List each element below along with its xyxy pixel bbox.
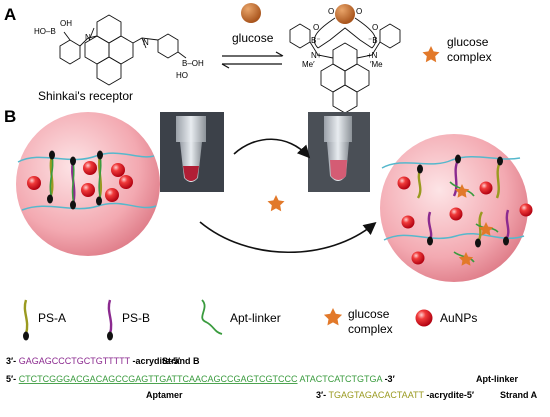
strand-a-name: Strand A bbox=[500, 390, 538, 400]
aunp-particles-initial bbox=[27, 161, 133, 202]
b-minus-left-text: B⁻ bbox=[311, 36, 321, 45]
aunp-particles-released bbox=[397, 176, 533, 265]
o1-text: O bbox=[328, 7, 334, 16]
complex-label-line2: complex bbox=[447, 50, 492, 64]
n-right-text: N bbox=[143, 38, 149, 47]
aptamer-label: Aptamer bbox=[146, 390, 183, 400]
legend-glucose-complex-line1: glucose bbox=[348, 307, 390, 321]
b-oh-right-text: B–OH bbox=[182, 59, 204, 68]
glucose-ball bbox=[241, 3, 261, 23]
glucose-trigger-star-icon bbox=[267, 195, 285, 212]
strand-b-name: Strand B bbox=[162, 356, 200, 366]
me-left-text: Me′ bbox=[302, 60, 315, 69]
b-minus-right-text: ⁻B bbox=[368, 36, 378, 45]
o2-text: O bbox=[356, 7, 362, 16]
legend-glucose-complex-star-icon bbox=[323, 308, 343, 326]
legend-ps-a-label: PS-A bbox=[38, 311, 66, 325]
transition-arrow-lower bbox=[199, 221, 377, 253]
legend-aunps-label: AuNPs bbox=[440, 311, 477, 325]
oh-left-text: OH bbox=[60, 19, 72, 28]
panel-a-label: A bbox=[4, 5, 16, 24]
glucose-complex-structure bbox=[289, 17, 401, 114]
legend-glucose-complex-line2: complex bbox=[348, 322, 393, 336]
crosslinked-network bbox=[17, 152, 157, 211]
equilibrium-arrows bbox=[221, 51, 284, 69]
tube-photo-before bbox=[160, 112, 224, 192]
receptor-label: Shinkai's receptor bbox=[38, 89, 133, 103]
legend-apt-linker-strand bbox=[201, 299, 223, 335]
legend-ps-b-label: PS-B bbox=[122, 311, 150, 325]
n-plus-left-text: N+ bbox=[311, 51, 322, 60]
n-plus-right-text: +N bbox=[367, 51, 378, 60]
me-right-text: ′Me bbox=[370, 60, 383, 69]
glucose-complex-star-icon bbox=[422, 46, 440, 63]
shinkai-receptor-structure bbox=[59, 14, 187, 86]
tube-photo-after bbox=[308, 112, 370, 192]
anchor-points bbox=[47, 150, 103, 210]
transition-arrow-upper bbox=[233, 138, 311, 159]
bound-glucose-ball bbox=[335, 4, 355, 24]
complex-label-line1: glucose bbox=[447, 35, 489, 49]
legend-ps-b bbox=[107, 299, 113, 341]
strand-a-sequence-line: 3′- TGAGTAGACACTAATT -acrydite-5′ bbox=[316, 390, 474, 400]
o4-text: O bbox=[372, 23, 378, 32]
strand-b-sequence-line: 3′- GAGAGCCCTGCTGTTTTT -acrydite-5′ bbox=[6, 356, 180, 366]
apt-linker-name: Apt-linker bbox=[476, 374, 519, 384]
legend-ps-a bbox=[23, 299, 29, 341]
legend-aunp-icon bbox=[415, 309, 433, 327]
n-left-text: N bbox=[85, 33, 91, 42]
ho-right-text: HO bbox=[176, 71, 188, 80]
o3-text: O bbox=[313, 23, 319, 32]
dissolved-anchor-points bbox=[417, 154, 509, 248]
panel-b-label: B bbox=[4, 107, 16, 126]
bound-glucose-complexes bbox=[454, 184, 494, 266]
glucose-label: glucose bbox=[232, 31, 274, 45]
legend-apt-linker-label: Apt-linker bbox=[230, 311, 281, 325]
apt-linker-sequence-line: 5′- CTCTCGGGACGACAGCCGAGTTGATTCAACAGCCGA… bbox=[6, 374, 395, 384]
ho-b-left-text: HO–B bbox=[34, 27, 56, 36]
